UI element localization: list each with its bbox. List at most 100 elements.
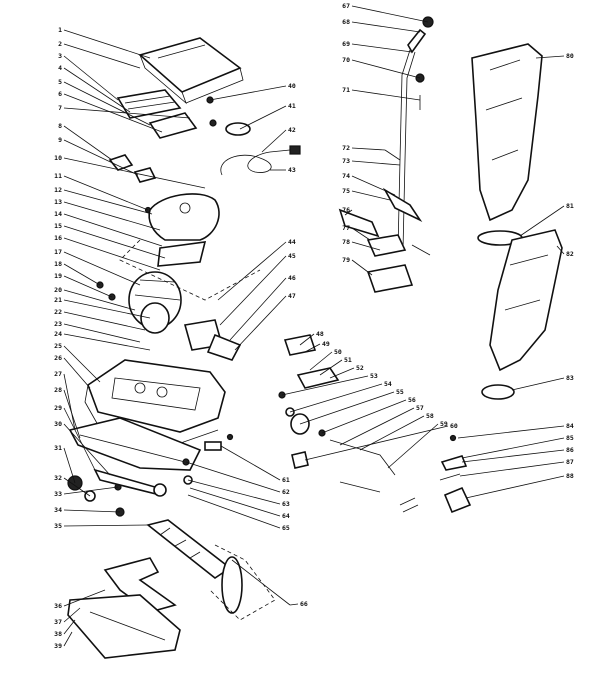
leader-line-8 bbox=[63, 125, 113, 161]
leader-line-38 bbox=[63, 619, 76, 635]
callout-72: 72 bbox=[342, 144, 350, 152]
leader-line-65 bbox=[187, 494, 281, 529]
leader-line-14 bbox=[63, 213, 163, 247]
leader-line-48 bbox=[299, 333, 315, 346]
leader-line-42 bbox=[261, 129, 287, 153]
callout-56: 56 bbox=[408, 396, 416, 404]
callout-48: 48 bbox=[316, 330, 324, 338]
leader-line-5 bbox=[63, 81, 151, 126]
callout-67: 67 bbox=[342, 2, 350, 10]
leader-line-76 bbox=[344, 209, 353, 216]
callout-78: 78 bbox=[342, 238, 350, 246]
leader-line-63 bbox=[187, 479, 281, 505]
callout-22: 22 bbox=[54, 308, 62, 316]
callout-76: 76 bbox=[342, 206, 350, 214]
leader-line-23 bbox=[63, 323, 141, 343]
leader-line-49 bbox=[304, 343, 321, 353]
leader-line-71 bbox=[351, 89, 421, 101]
sole-plate-part bbox=[67, 594, 181, 659]
callout-53: 53 bbox=[370, 372, 378, 380]
leader-line-67 bbox=[351, 5, 429, 23]
leader-line-22 bbox=[63, 311, 146, 331]
leader-line-78 bbox=[351, 241, 381, 251]
callout-14: 14 bbox=[54, 210, 62, 218]
leader-line-35 bbox=[63, 524, 149, 527]
callout-labels: 1234567891011121314151617181920212223242… bbox=[54, 2, 574, 650]
wheel-parts bbox=[67, 468, 167, 517]
leader-line-77 bbox=[351, 227, 371, 241]
callout-42: 42 bbox=[288, 126, 296, 134]
callout-74: 74 bbox=[342, 172, 350, 180]
leader-line-56 bbox=[321, 399, 407, 434]
leader-line-20 bbox=[63, 289, 136, 311]
leader-line-29 bbox=[63, 407, 96, 471]
leader-line-83 bbox=[511, 377, 565, 391]
leader-line-52 bbox=[329, 367, 355, 379]
leader-line-59 bbox=[387, 423, 439, 469]
callout-59: 59 bbox=[440, 420, 448, 428]
leader-line-82 bbox=[556, 245, 565, 255]
callout-65: 65 bbox=[282, 524, 290, 532]
leader-line-9 bbox=[63, 139, 139, 176]
callout-63: 63 bbox=[282, 500, 290, 508]
callout-46: 46 bbox=[288, 274, 296, 282]
right-small-parts bbox=[439, 434, 472, 514]
motor-part bbox=[128, 271, 242, 361]
leader-line-80 bbox=[535, 55, 565, 59]
leader-line-68 bbox=[351, 21, 421, 33]
leader-line-40 bbox=[209, 85, 287, 101]
callout-60: 60 bbox=[450, 422, 458, 430]
leader-line-64 bbox=[189, 487, 281, 517]
leader-line-55 bbox=[299, 391, 395, 425]
callout-51: 51 bbox=[344, 356, 352, 364]
leader-line-32 bbox=[63, 477, 91, 497]
leader-line-34 bbox=[63, 509, 121, 513]
leader-line-2 bbox=[63, 43, 141, 69]
leader-line-18 bbox=[63, 263, 101, 286]
leader-line-17 bbox=[63, 251, 141, 286]
gasket-part bbox=[103, 557, 177, 613]
leader-line-36 bbox=[63, 589, 106, 607]
leader-line-45 bbox=[219, 255, 287, 326]
callout-55: 55 bbox=[396, 388, 404, 396]
base-housing-part bbox=[84, 359, 226, 446]
leader-line-88 bbox=[465, 475, 565, 499]
leader-line-51 bbox=[319, 359, 343, 376]
leader-line-75 bbox=[351, 190, 391, 201]
leader-line-10 bbox=[63, 157, 206, 189]
leader-line-28 bbox=[63, 389, 81, 439]
leader-line-47 bbox=[234, 295, 287, 351]
callout-29: 29 bbox=[54, 404, 62, 412]
leader-line-25 bbox=[63, 345, 101, 383]
leader-line-6 bbox=[63, 93, 163, 133]
callout-84: 84 bbox=[566, 422, 574, 430]
callout-43: 43 bbox=[288, 166, 296, 174]
leader-line-3 bbox=[63, 55, 119, 101]
callout-54: 54 bbox=[384, 380, 392, 388]
callout-8: 8 bbox=[58, 122, 62, 130]
callout-11: 11 bbox=[54, 172, 62, 180]
leader-line-60 bbox=[304, 425, 449, 461]
callout-69: 69 bbox=[342, 40, 350, 48]
leader-lines bbox=[63, 5, 565, 647]
leader-line-57 bbox=[339, 407, 415, 446]
callout-80: 80 bbox=[566, 52, 574, 60]
bag-parts bbox=[471, 43, 563, 400]
callout-31: 31 bbox=[54, 444, 62, 452]
leader-line-70 bbox=[351, 59, 421, 79]
leader-line-61 bbox=[220, 445, 281, 481]
callout-47: 47 bbox=[288, 292, 296, 300]
callout-9: 9 bbox=[58, 136, 62, 144]
callout-28: 28 bbox=[54, 386, 62, 394]
leader-line-26 bbox=[63, 357, 91, 389]
callout-26: 26 bbox=[54, 354, 62, 362]
callout-17: 17 bbox=[54, 248, 62, 256]
leader-line-12 bbox=[63, 189, 153, 215]
leader-line-81 bbox=[519, 205, 565, 237]
callout-41: 41 bbox=[288, 102, 296, 110]
callout-37: 37 bbox=[54, 618, 62, 626]
leader-line-62 bbox=[185, 461, 281, 493]
hood-part bbox=[138, 37, 244, 105]
callout-66: 66 bbox=[300, 600, 308, 608]
